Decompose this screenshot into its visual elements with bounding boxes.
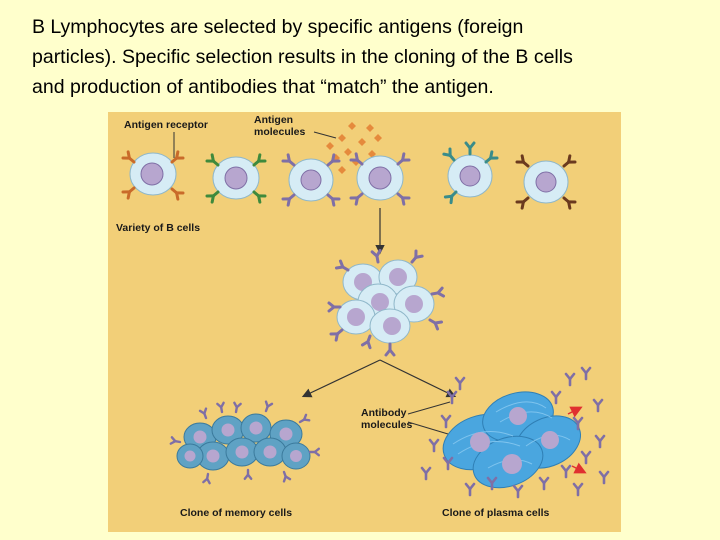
memory-cell-clone bbox=[169, 400, 320, 485]
label-antibody-molecules-2: molecules bbox=[361, 419, 413, 431]
slide-caption: B Lymphocytes are selected by specific a… bbox=[32, 12, 720, 102]
b-cell-5 bbox=[442, 141, 499, 205]
label-antigen-molecules-2: molecules bbox=[254, 126, 306, 138]
b-cell-2 bbox=[205, 153, 267, 204]
arrow-to-plasma-cells bbox=[379, 359, 457, 398]
pointer-antibody-molecules bbox=[407, 401, 451, 415]
proliferating-cell-cluster bbox=[327, 248, 446, 357]
diagram-svg: Antigen receptor Antigen molecules Varie… bbox=[116, 114, 610, 519]
plasma-cell-clone bbox=[442, 391, 581, 489]
label-clone-of-plasma-cells: Clone of plasma cells bbox=[442, 507, 550, 519]
arrow-to-memory-cells bbox=[301, 359, 381, 398]
b-cell-3 bbox=[281, 153, 341, 207]
label-antibody-molecules-1: Antibody bbox=[361, 407, 407, 419]
b-cell-4-selected bbox=[349, 152, 411, 206]
label-antigen-receptor: Antigen receptor bbox=[124, 119, 208, 131]
label-variety-of-b-cells: Variety of B cells bbox=[116, 222, 200, 234]
caption-line-3: and production of antibodies that “match… bbox=[32, 76, 494, 98]
caption-line-2: particles). Specific selection results i… bbox=[32, 46, 573, 68]
label-antigen-molecules-1: Antigen bbox=[254, 114, 293, 126]
caption-line-1: B Lymphocytes are selected by specific a… bbox=[32, 16, 524, 38]
label-clone-of-memory-cells: Clone of memory cells bbox=[180, 507, 292, 519]
b-cell-1 bbox=[121, 150, 185, 201]
b-cell-selection-diagram: Antigen receptor Antigen molecules Varie… bbox=[108, 112, 621, 532]
pointer-antigen-molecules bbox=[313, 131, 337, 139]
b-cell-6 bbox=[515, 154, 577, 210]
